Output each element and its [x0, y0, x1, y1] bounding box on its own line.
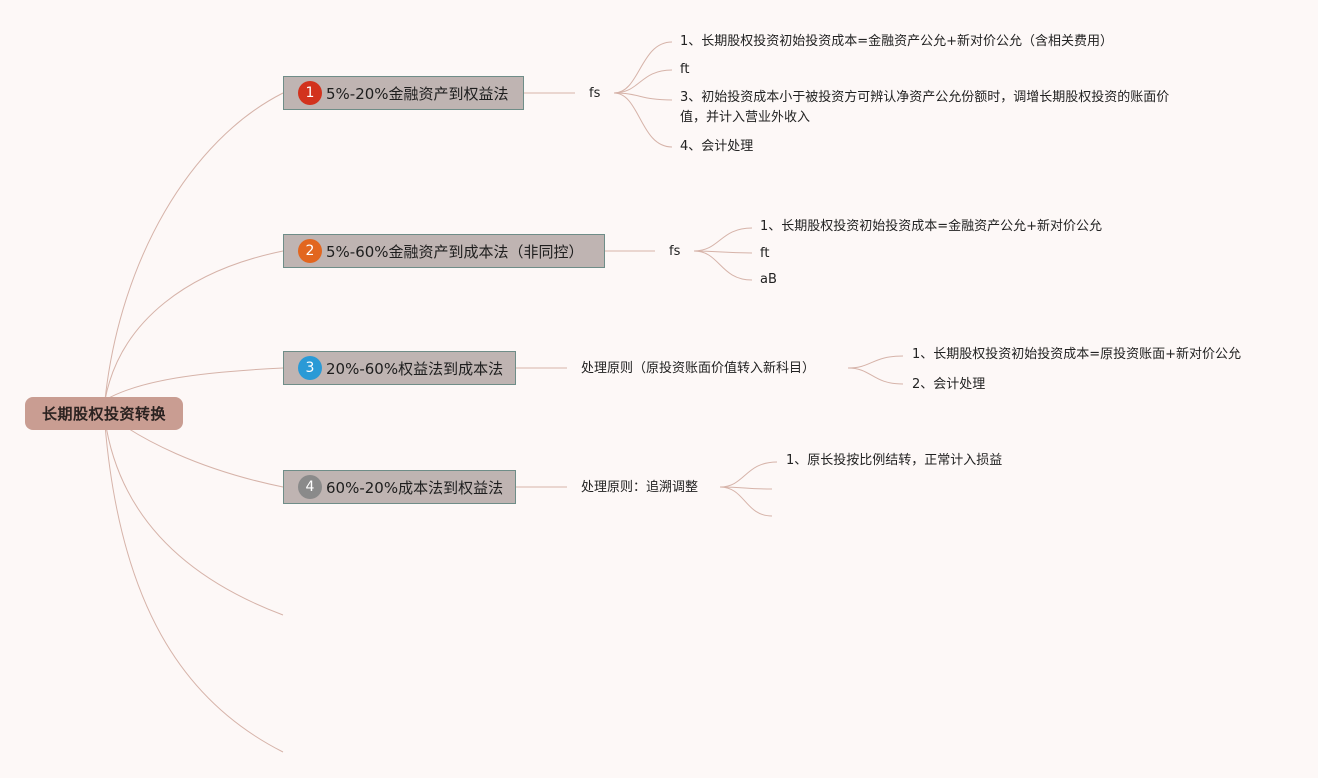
number-badge-1: 1	[298, 81, 322, 105]
subtopic-1[interactable]: fs	[589, 86, 601, 101]
topic-node-2[interactable]: 2 5%-60%金融资产到成本法（非同控）	[283, 234, 605, 268]
subtopic-2[interactable]: fs	[669, 244, 681, 259]
number-badge-2: 2	[298, 239, 322, 263]
topic-node-3[interactable]: 3 20%-60%权益法到成本法	[283, 351, 516, 385]
detail-2-3[interactable]: aB	[760, 272, 777, 287]
subtopic-3[interactable]: 处理原则（原投资账面价值转入新科目）	[581, 361, 816, 376]
detail-4-1[interactable]: 1、原长投按比例结转，正常计入损益	[786, 453, 1003, 468]
number-badge-3: 3	[298, 356, 322, 380]
detail-1-3[interactable]: 3、初始投资成本小于被投资方可辨认净资产公允份额时，调增长期股权投资的账面价值，…	[680, 90, 1170, 125]
topic-label-4: 60%-20%成本法到权益法	[326, 478, 504, 497]
detail-3-2[interactable]: 2、会计处理	[912, 377, 986, 392]
detail-2-2[interactable]: ft	[760, 246, 770, 261]
number-badge-4: 4	[298, 475, 322, 499]
detail-2-1[interactable]: 1、长期股权投资初始投资成本=金融资产公允+新对价公允	[760, 219, 1103, 234]
detail-1-1[interactable]: 1、长期股权投资初始投资成本=金融资产公允+新对价公允（含相关费用）	[680, 34, 1114, 49]
topic-label-1: 5%-20%金融资产到权益法	[326, 84, 509, 103]
detail-1-2[interactable]: ft	[680, 62, 690, 77]
root-node[interactable]: 长期股权投资转换	[25, 397, 183, 430]
detail-3-1[interactable]: 1、长期股权投资初始投资成本=原投资账面+新对价公允	[912, 347, 1242, 362]
subtopic-4[interactable]: 处理原则：追溯调整	[581, 480, 699, 495]
topic-node-1[interactable]: 1 5%-20%金融资产到权益法	[283, 76, 524, 110]
topic-label-3: 20%-60%权益法到成本法	[326, 359, 504, 378]
topic-node-4[interactable]: 4 60%-20%成本法到权益法	[283, 470, 516, 504]
detail-1-4[interactable]: 4、会计处理	[680, 139, 754, 154]
topic-label-2: 5%-60%金融资产到成本法（非同控）	[326, 242, 584, 261]
